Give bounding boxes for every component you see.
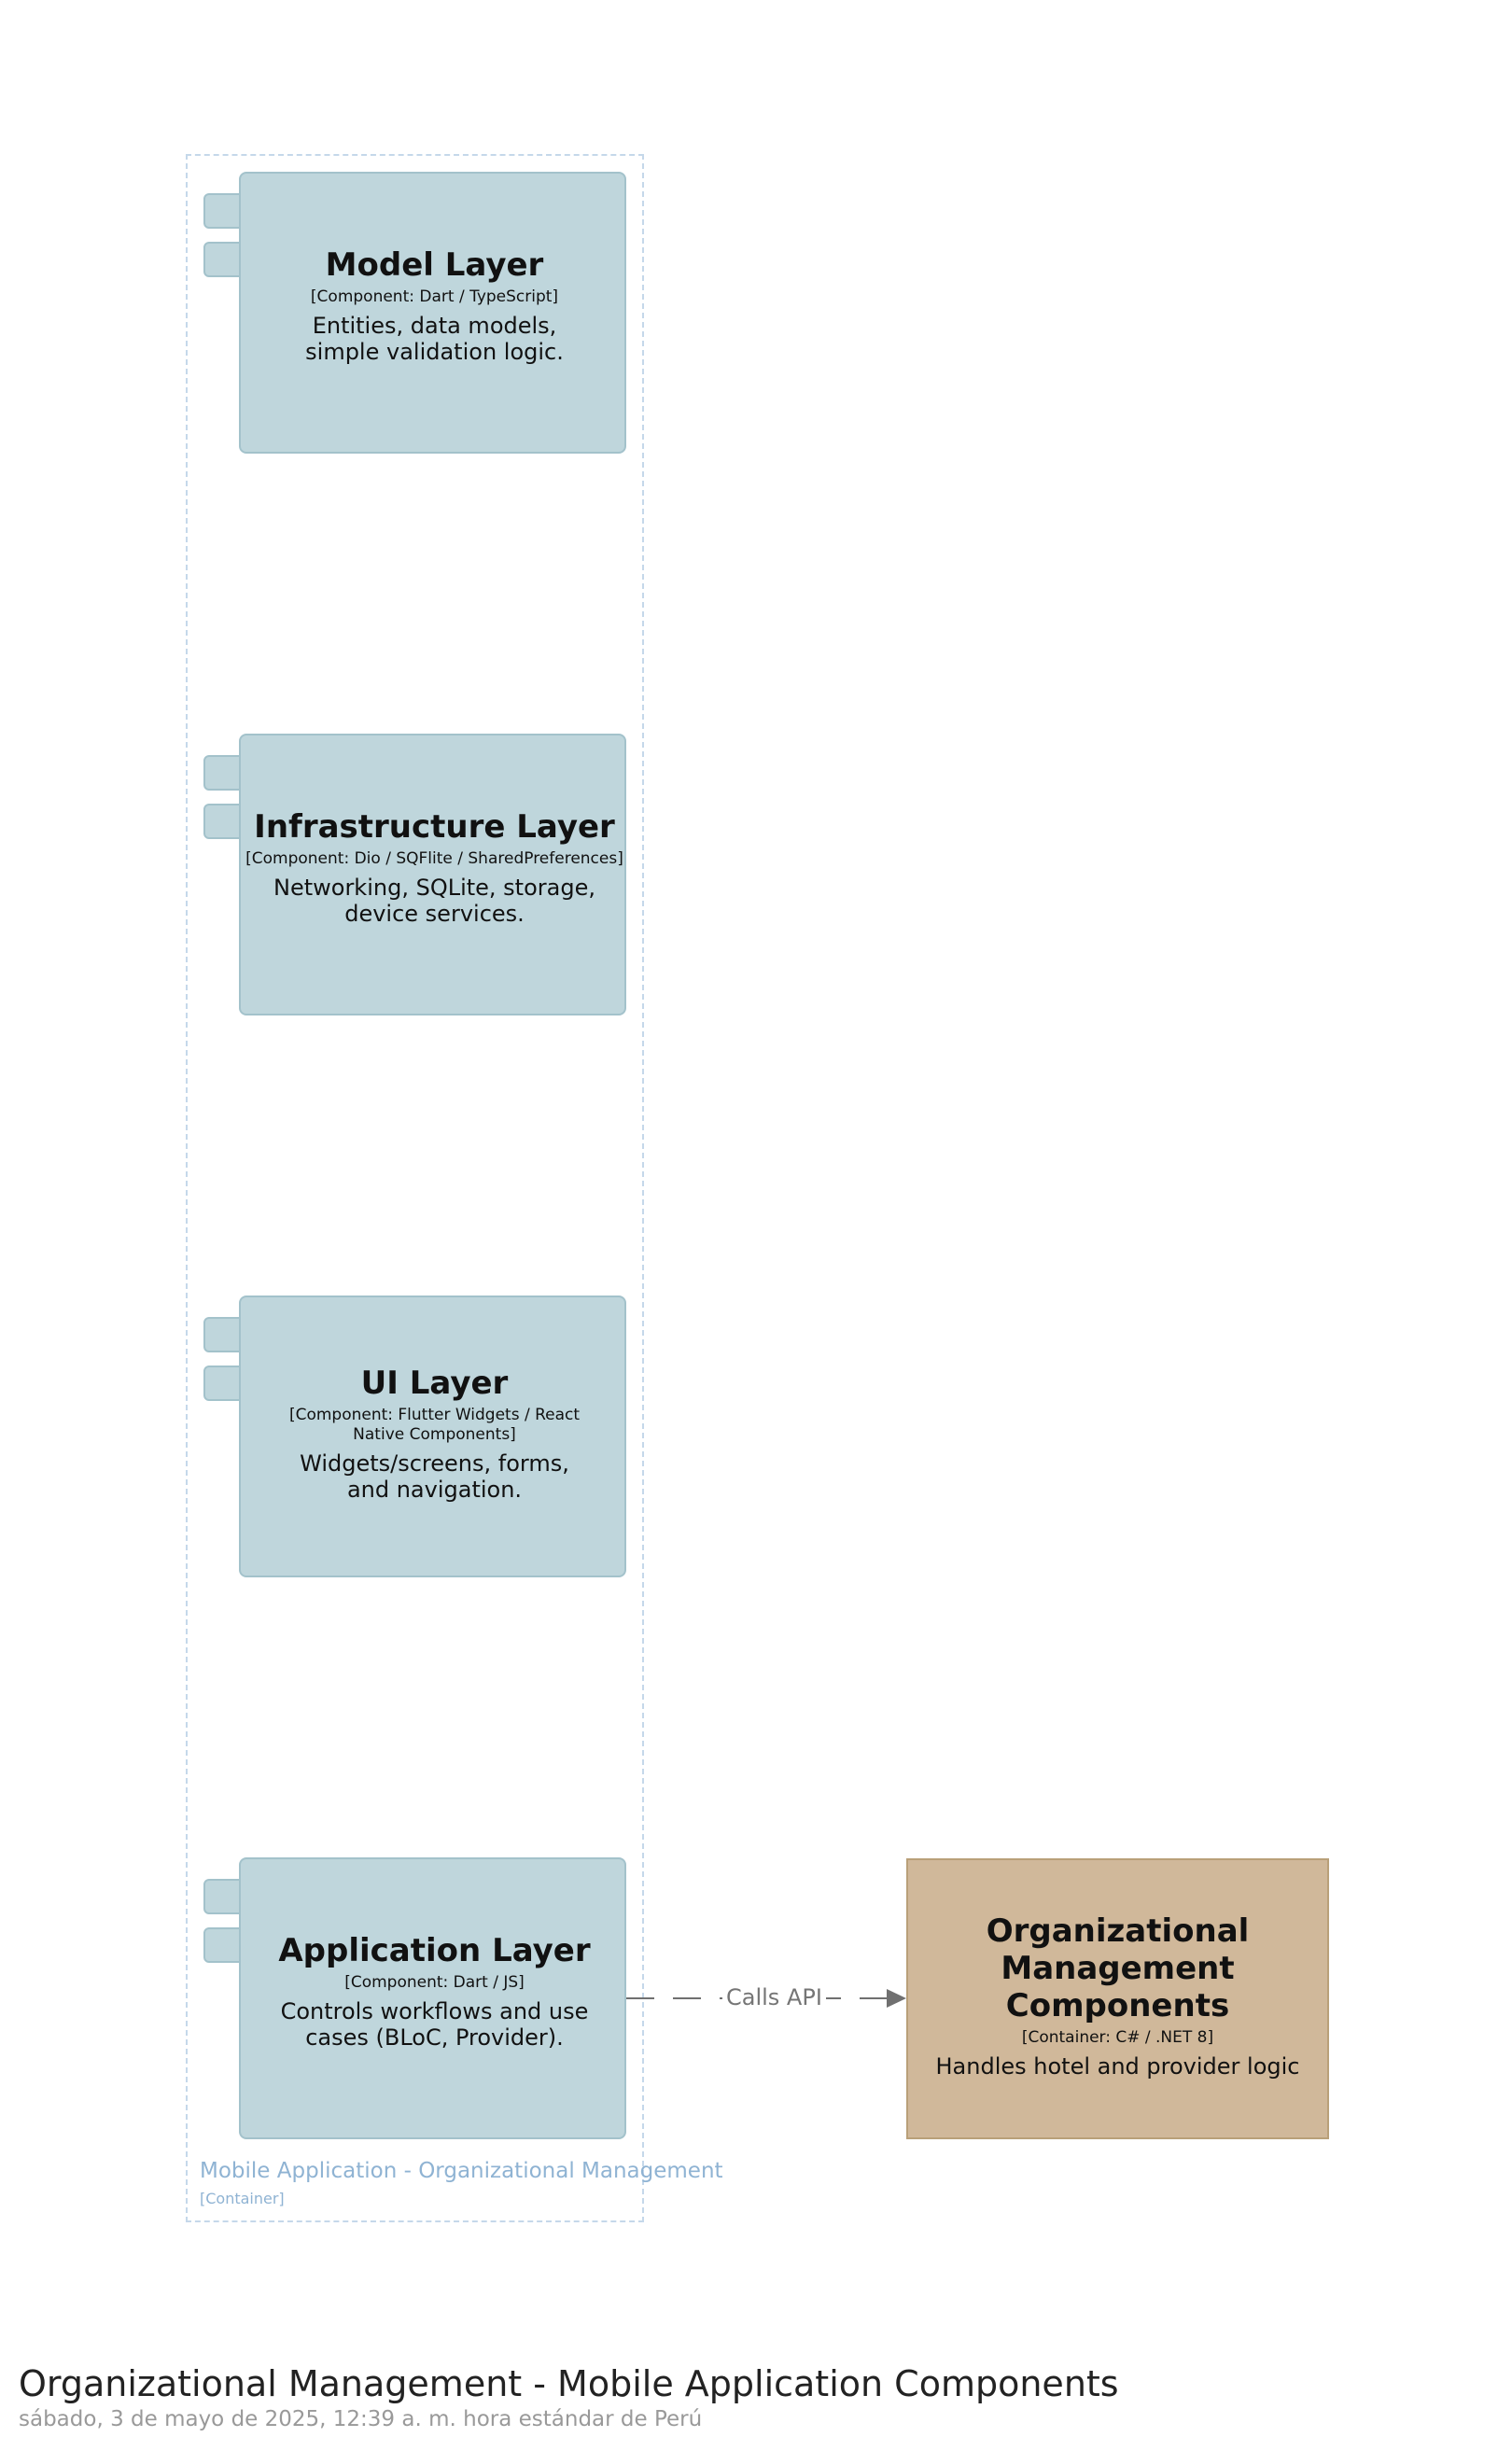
container-description: Handles hotel and provider logic: [935, 2053, 1300, 2080]
component-description: Widgets/screens, forms, and navigation.: [300, 1450, 569, 1503]
component-tech: [Component: Dio / SQFlite / SharedPrefer…: [245, 849, 623, 868]
boundary-type: [Container]: [200, 2190, 285, 2207]
component-application-layer[interactable]: Application Layer [Component: Dart / JS]…: [239, 1857, 626, 2139]
relationship-label: Calls API: [722, 1984, 826, 2010]
component-description: Entities, data models, simple validation…: [305, 313, 564, 365]
component-title: Model Layer: [325, 246, 544, 284]
boundary-name: Mobile Application - Organizational Mana…: [200, 2159, 723, 2183]
diagram-date: sábado, 3 de mayo de 2025, 12:39 a. m. h…: [19, 2407, 703, 2431]
component-description: Networking, SQLite, storage, device serv…: [273, 875, 595, 927]
container-tech: [Container: C# / .NET 8]: [1021, 2028, 1214, 2047]
diagram-title: Organizational Management - Mobile Appli…: [19, 2363, 1119, 2404]
component-model-layer[interactable]: Model Layer [Component: Dart / TypeScrip…: [239, 172, 626, 454]
component-title: UI Layer: [360, 1365, 509, 1402]
component-title: Infrastructure Layer: [254, 808, 615, 846]
component-tech: [Component: Dart / TypeScript]: [310, 287, 559, 306]
container-organizational-management[interactable]: Organizational Management Components [Co…: [906, 1858, 1329, 2139]
component-tech: [Component: Flutter Widgets / React Nati…: [288, 1406, 581, 1444]
component-ui-layer[interactable]: UI Layer [Component: Flutter Widgets / R…: [239, 1296, 626, 1577]
component-infrastructure-layer[interactable]: Infrastructure Layer [Component: Dio / S…: [239, 734, 626, 1015]
container-boundary: [186, 154, 644, 2222]
component-description: Controls workflows and use cases (BLoC, …: [280, 1998, 589, 2051]
container-title: Organizational Management Components: [986, 1912, 1250, 2024]
component-title: Application Layer: [278, 1932, 591, 1969]
component-tech: [Component: Dart / JS]: [344, 1973, 525, 1992]
